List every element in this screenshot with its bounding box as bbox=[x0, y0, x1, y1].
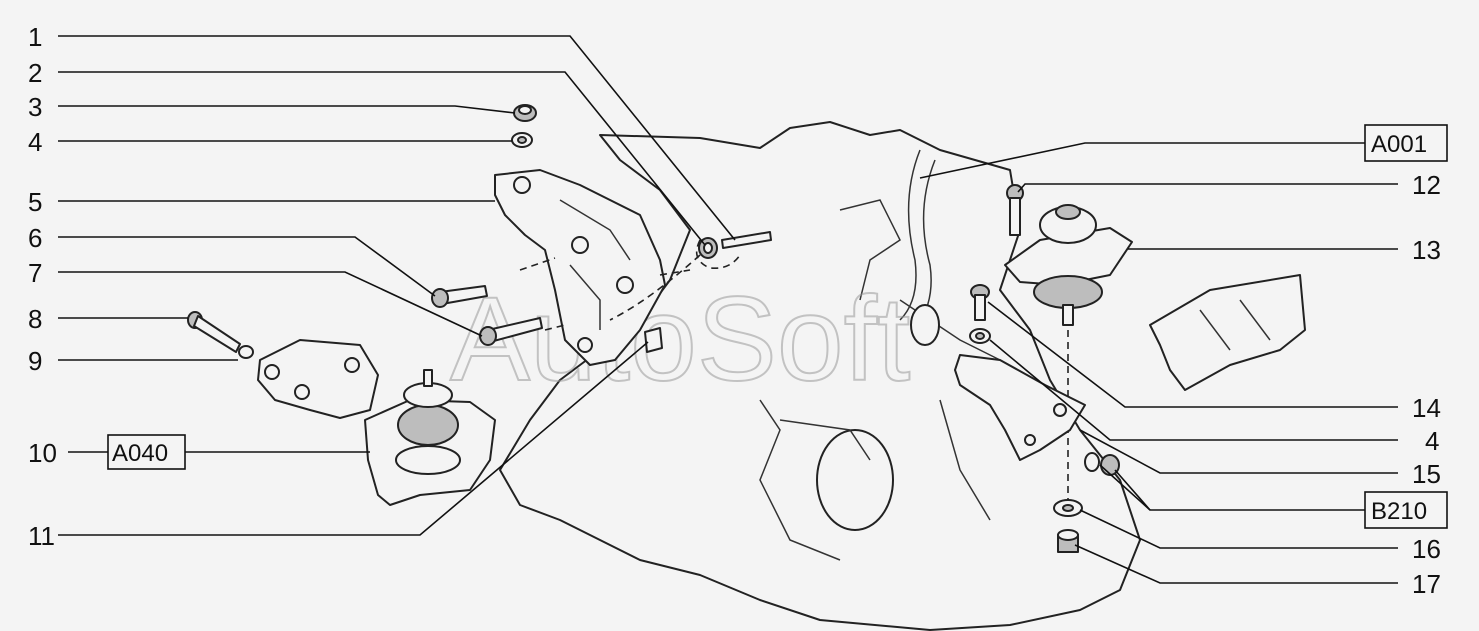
ref-a040: A040 bbox=[112, 440, 168, 467]
bolt-6 bbox=[431, 285, 488, 308]
bracket-5 bbox=[494, 169, 666, 366]
assembly-path-3 bbox=[659, 269, 691, 276]
callout-3: 3 bbox=[28, 92, 42, 122]
assembly-path-1 bbox=[609, 254, 701, 321]
washer-9 bbox=[238, 345, 254, 359]
stud-1 bbox=[721, 231, 772, 249]
gearbox-outline bbox=[499, 121, 1141, 631]
engine-mount-13 bbox=[1004, 204, 1133, 326]
bolt-7 bbox=[479, 317, 543, 346]
callout-10: 10 bbox=[28, 438, 57, 468]
bolt-8 bbox=[187, 311, 241, 353]
nut-b210-a bbox=[1084, 452, 1100, 472]
callout-13: 13 bbox=[1412, 235, 1441, 265]
callout-4b: 4 bbox=[1425, 426, 1439, 456]
washer-4 bbox=[511, 132, 533, 148]
watermark: AutoSoft bbox=[450, 272, 910, 406]
callout-17: 17 bbox=[1412, 569, 1441, 599]
mount-plate-9 bbox=[257, 339, 379, 419]
callout-4: 4 bbox=[28, 127, 42, 157]
callout-8: 8 bbox=[28, 304, 42, 334]
heat-shield bbox=[1149, 274, 1306, 391]
callout-5: 5 bbox=[28, 187, 42, 217]
callout-11: 11 bbox=[28, 521, 55, 551]
nut-17 bbox=[1057, 529, 1079, 553]
callout-6: 6 bbox=[28, 223, 42, 253]
leader-lines-right bbox=[919, 142, 1398, 584]
assembly-path-4 bbox=[519, 257, 556, 271]
callout-15: 15 bbox=[1412, 459, 1441, 489]
ref-b210: B210 bbox=[1371, 498, 1427, 525]
callout-2: 2 bbox=[28, 58, 42, 88]
callout-1: 1 bbox=[28, 22, 42, 52]
callout-16: 16 bbox=[1412, 534, 1441, 564]
callout-14: 14 bbox=[1412, 393, 1441, 423]
bracket-15 bbox=[954, 354, 1086, 461]
washer-16 bbox=[1053, 499, 1083, 517]
ref-box-a040: A040 bbox=[107, 434, 186, 470]
bolt-14 bbox=[970, 284, 990, 321]
nut-3 bbox=[513, 104, 537, 122]
ref-a001: A001 bbox=[1371, 131, 1427, 158]
callout-7: 7 bbox=[28, 258, 42, 288]
engine-mount-10 bbox=[364, 369, 496, 506]
leader-lines-left bbox=[58, 35, 736, 536]
assembly-path-5 bbox=[544, 324, 566, 331]
ref-box-a001: A001 bbox=[1364, 124, 1448, 162]
callout-12: 12 bbox=[1412, 170, 1441, 200]
ref-box-b210: B210 bbox=[1364, 491, 1448, 529]
washer-4b bbox=[969, 328, 991, 344]
spacer-11 bbox=[644, 327, 663, 353]
bolt-12 bbox=[1006, 184, 1024, 236]
callout-9: 9 bbox=[28, 346, 42, 376]
